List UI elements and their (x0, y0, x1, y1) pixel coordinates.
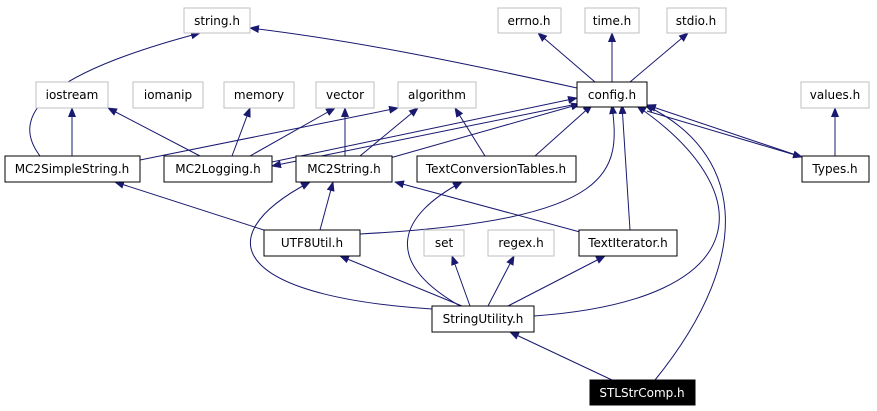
edge-stringutility-to-textconversiontables (406, 181, 463, 307)
node-label: memory (234, 88, 284, 102)
dependency-edges (29, 25, 839, 381)
node-stringutility-h[interactable]: StringUtility.h (431, 305, 535, 333)
edge-utf8util-to-config (359, 104, 618, 235)
edge-mc2logging-to-memory (231, 107, 251, 157)
edge-types-to-config (646, 104, 803, 158)
node-mc2logging-h[interactable]: MC2Logging.h (163, 155, 273, 183)
node-stdio-h[interactable]: stdio.h (666, 7, 727, 34)
node-set[interactable]: set (423, 229, 465, 257)
node-textconversiontables-h[interactable]: TextConversionTables.h (416, 155, 577, 183)
node-label: stdio.h (676, 14, 716, 28)
edge-stringutility-to-utf8util (339, 255, 463, 307)
edge-stringutility-to-regex (487, 255, 515, 307)
node-label: config.h (588, 88, 636, 102)
edge-mc2logging-to-iomanip (107, 107, 201, 157)
node-time-h[interactable]: time.h (584, 7, 640, 34)
edge-stlstrcomp-to-config (644, 104, 726, 381)
edge-textconversiontables-to-config (534, 104, 593, 157)
node-iostream[interactable]: iostream (35, 81, 109, 109)
edge-config-to-types (646, 110, 803, 159)
node-label: iomanip (144, 88, 192, 102)
node-label: values.h (810, 88, 860, 102)
edge-stringutility-to-set (451, 255, 471, 307)
node-mc2string-h[interactable]: MC2String.h (295, 155, 393, 183)
edge-mc2logging-to-vector (249, 107, 336, 157)
node-algorithm[interactable]: algorithm (397, 81, 477, 109)
node-label: algorithm (408, 88, 466, 102)
edge-stringutility-to-mc2string (250, 181, 451, 311)
node-label: regex.h (498, 236, 543, 250)
edge-mc2simplestring-to-algorithm (139, 105, 399, 161)
node-utf8util-h[interactable]: UTF8Util.h (263, 229, 361, 257)
edge-stlstrcomp-to-stringutility (509, 331, 613, 381)
node-values-h[interactable]: values.h (800, 81, 870, 109)
node-label: UTF8Util.h (281, 236, 343, 250)
edge-textconversiontables-to-algorithm (454, 107, 486, 157)
node-textiterator-h[interactable]: TextIterator.h (578, 229, 678, 257)
node-config-h[interactable]: config.h (576, 81, 648, 108)
node-stlstrcomp-h[interactable]: STLStrComp.h (589, 379, 696, 406)
node-label: Types.h (811, 162, 857, 176)
node-label: set (435, 236, 454, 250)
node-label: StringUtility.h (443, 312, 524, 326)
edge-stringutility-to-textiterator (507, 255, 606, 307)
edge-config-to-string (249, 25, 578, 89)
node-label: TextConversionTables.h (425, 162, 566, 176)
edge-mc2string-to-config (389, 102, 581, 159)
edge-utf8util-to-mc2simplestring (114, 180, 271, 233)
node-label: errno.h (508, 14, 551, 28)
node-label: string.h (194, 14, 240, 28)
node-types-h[interactable]: Types.h (801, 155, 870, 183)
edge-textiterator-to-mc2string (394, 180, 581, 233)
node-iomanip[interactable]: iomanip (132, 81, 204, 109)
node-label: TextIterator.h (587, 236, 667, 250)
edge-config-to-errno (537, 32, 596, 83)
node-memory[interactable]: memory (223, 81, 295, 109)
node-label: iostream (46, 88, 99, 102)
edge-textiterator-to-config (618, 104, 631, 231)
edge-utf8util-to-mc2string (319, 181, 335, 231)
node-label: vector (326, 88, 364, 102)
edge-mc2logging-to-config (271, 95, 578, 163)
edge-stringutility-to-config (533, 105, 720, 317)
node-label: MC2String.h (307, 162, 381, 176)
node-errno-h[interactable]: errno.h (497, 7, 562, 34)
node-regex-h[interactable]: regex.h (487, 229, 555, 257)
node-label: time.h (593, 14, 632, 28)
node-label: MC2SimpleString.h (15, 162, 130, 176)
node-vector[interactable]: vector (315, 81, 375, 109)
node-label: MC2Logging.h (175, 162, 260, 176)
edge-mc2string-to-algorithm (359, 107, 419, 157)
node-string-h[interactable]: string.h (183, 7, 251, 34)
edge-config-to-stdio (629, 32, 689, 83)
node-mc2simplestring-h[interactable]: MC2SimpleString.h (4, 155, 141, 183)
node-label: STLStrComp.h (599, 386, 684, 400)
